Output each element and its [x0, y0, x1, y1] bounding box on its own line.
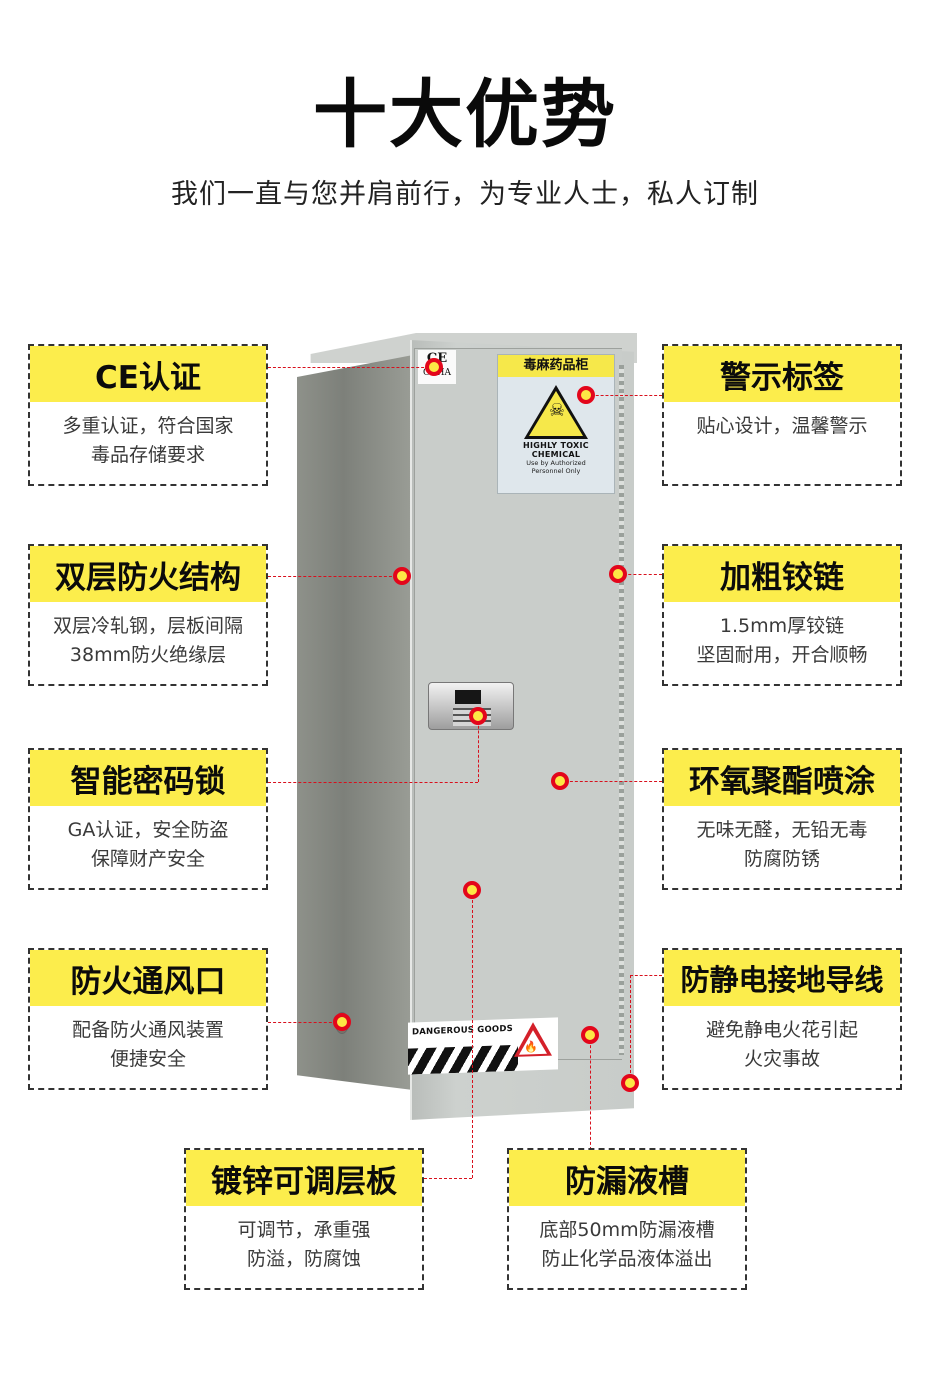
- feature-title: 防火通风口: [30, 950, 266, 1006]
- feature-description: 1.5mm厚铰链 坚固耐用，开合顺畅: [696, 615, 868, 666]
- hinge-strip: [619, 365, 624, 1055]
- feature-card-sump: 防漏液槽 底部50mm防漏液槽 防止化学品液体溢出: [507, 1148, 747, 1290]
- marker-warning-label: [577, 386, 595, 404]
- feature-description: 避免静电火花引起 火灾事故: [705, 1019, 858, 1070]
- warning-line-1: HIGHLY TOXIC CHEMICAL: [523, 441, 589, 459]
- feature-title: 双层防火结构: [30, 546, 266, 602]
- feature-card-shelf: 镀锌可调层板 可调节，承重强 防溢，防腐蚀: [184, 1148, 424, 1290]
- feature-title: 环氧聚酯喷涂: [664, 750, 900, 806]
- marker-lock: [469, 707, 487, 725]
- warning-line-3: Personnel Only: [531, 467, 581, 475]
- dangerous-goods-label: DANGEROUS GOODS 🔥: [408, 1017, 558, 1075]
- feature-description: 贴心设计，温馨警示: [696, 415, 868, 437]
- toxic-warning-sign: 毒麻药品柜 ☠ HIGHLY TOXIC CHEMICAL Use by Aut…: [497, 354, 615, 494]
- marker-shelf: [463, 881, 481, 899]
- marker-ground: [621, 1074, 639, 1092]
- feature-description: 可调节，承重强 防溢，防腐蚀: [237, 1219, 371, 1270]
- cabinet-side-panel: [297, 355, 413, 1090]
- feature-description: GA认证，安全防盗 保障财产安全: [67, 819, 229, 870]
- feature-title: CE认证: [30, 346, 266, 402]
- feature-title: 防静电接地导线: [664, 950, 900, 1006]
- marker-hinge: [609, 565, 627, 583]
- connector-sump: [590, 1035, 591, 1150]
- connector-ground-v: [630, 975, 631, 1083]
- lock-screen: [455, 690, 481, 704]
- marker-vent: [333, 1013, 351, 1031]
- connector-ce: [268, 367, 434, 368]
- marker-sump: [581, 1026, 599, 1044]
- connector-lock-v: [478, 716, 479, 782]
- feature-card-vent: 防火通风口 配备防火通风装置 便捷安全: [28, 948, 268, 1090]
- feature-title: 加粗铰链: [664, 546, 900, 602]
- connector-hinge: [618, 574, 662, 575]
- connector-warning-label: [586, 395, 662, 396]
- hazard-stripes: [408, 1044, 518, 1075]
- warning-line-2: Use by Authorized: [526, 459, 586, 467]
- connector-coating: [560, 781, 662, 782]
- feature-card-warning-label: 警示标签 贴心设计，温馨警示: [662, 344, 902, 486]
- marker-double-layer: [393, 567, 411, 585]
- flammable-icon: 🔥: [524, 1040, 538, 1054]
- warning-sign-band: 毒麻药品柜: [498, 355, 614, 377]
- feature-description: 配备防火通风装置 便捷安全: [71, 1019, 224, 1070]
- feature-card-hinge: 加粗铰链 1.5mm厚铰链 坚固耐用，开合顺畅: [662, 544, 902, 686]
- page-title: 十大优势: [313, 72, 617, 158]
- feature-card-ground: 防静电接地导线 避免静电火花引起 火灾事故: [662, 948, 902, 1090]
- connector-vent: [268, 1022, 342, 1023]
- feature-description: 底部50mm防漏液槽 防止化学品液体溢出: [539, 1219, 715, 1270]
- marker-ce: [425, 358, 443, 376]
- feature-title: 智能密码锁: [30, 750, 266, 806]
- skull-crossbones-icon: ☠: [548, 400, 566, 421]
- feature-card-ce: CE认证 多重认证，符合国家 毒品存储要求: [28, 344, 268, 486]
- feature-title: 警示标签: [664, 346, 900, 402]
- page-subtitle: 我们一直与您并肩前行，为专业人士，私人订制: [171, 179, 759, 210]
- connector-shelf-v: [472, 890, 473, 1178]
- feature-title: 防漏液槽: [509, 1150, 745, 1206]
- connector-lock-h: [268, 782, 478, 783]
- feature-description: 多重认证，符合国家 毒品存储要求: [62, 415, 234, 466]
- connector-ground-h: [630, 975, 662, 976]
- connector-shelf-h: [424, 1178, 472, 1179]
- marker-coating: [551, 772, 569, 790]
- feature-card-double-layer: 双层防火结构 双层冷轧钢，层板间隔 38mm防火绝缘层: [28, 544, 268, 686]
- feature-card-lock: 智能密码锁 GA认证，安全防盗 保障财产安全: [28, 748, 268, 890]
- feature-title: 镀锌可调层板: [186, 1150, 422, 1206]
- connector-double-layer: [268, 576, 402, 577]
- keypad-lock: [428, 682, 514, 730]
- feature-card-coating: 环氧聚酯喷涂 无味无醛，无铅无毒 防腐防锈: [662, 748, 902, 890]
- feature-description: 双层冷轧钢，层板间隔 38mm防火绝缘层: [52, 615, 243, 666]
- feature-description: 无味无醛，无铅无毒 防腐防锈: [696, 819, 868, 870]
